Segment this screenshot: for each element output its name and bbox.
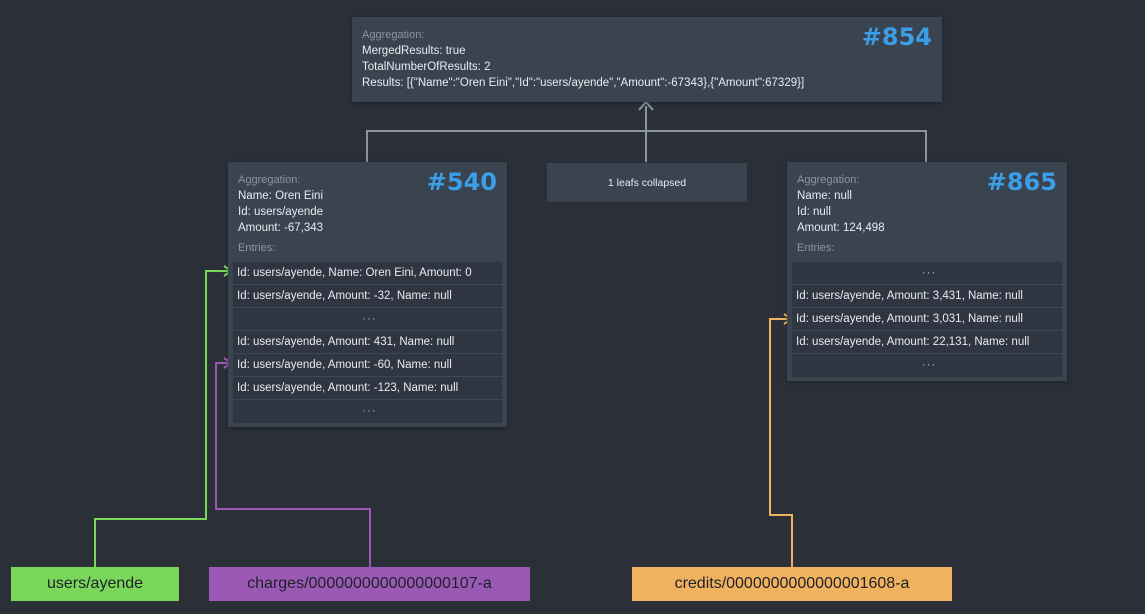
node-number: #854 [861,23,932,51]
entry-row[interactable]: Id: users/ayende, Amount: 22,131, Name: … [792,331,1062,354]
entry-row[interactable]: Id: users/ayende, Name: Oren Eini, Amoun… [233,262,502,285]
charges-document-text: charges/0000000000000000107-a [247,575,492,592]
tree-connector [366,100,927,162]
entry-row[interactable]: Id: users/ayende, Amount: 3,031, Name: n… [792,308,1062,331]
entry-row[interactable]: Id: users/ayende, Amount: 3,431, Name: n… [792,285,1062,308]
entries-list: ··· Id: users/ayende, Amount: 3,431, Nam… [792,262,1062,377]
aggregation-amount: Amount: 124,498 [797,222,885,234]
entry-ellipsis[interactable]: ··· [233,308,502,331]
entry-row[interactable]: Id: users/ayende, Amount: 431, Name: nul… [233,331,502,354]
credits-document-text: credits/0000000000000001608-a [674,575,910,592]
entry-row[interactable]: Id: users/ayende, Amount: -60, Name: nul… [233,354,502,377]
node-heading: Aggregation: [797,174,860,186]
users-document-label: users/ayende [11,567,179,601]
aggregation-name: Name: Oren Eini [238,190,324,202]
root-aggregation-node[interactable]: Aggregation: MergedResults: true TotalNu… [352,17,942,102]
total-number-of-results: TotalNumberOfResults: 2 [362,61,491,73]
node-number: #540 [426,168,497,196]
collapsed-label: 1 leafs collapsed [607,176,687,189]
entry-row[interactable]: Id: users/ayende, Amount: -123, Name: nu… [233,377,502,400]
node-heading: Aggregation: [238,174,301,186]
aggregation-amount: Amount: -67,343 [238,222,324,234]
green-arrow [94,265,233,567]
charges-document-label: charges/0000000000000000107-a [209,567,530,601]
collapsed-leafs-box[interactable]: 1 leafs collapsed [547,163,747,202]
entry-ellipsis[interactable]: ··· [921,359,937,371]
credits-document-label: credits/0000000000000001608-a [632,567,952,601]
aggregation-id: Id: users/ayende [238,206,324,218]
entries-label: Entries: [238,242,276,254]
entries-list: Id: users/ayende, Name: Oren Eini, Amoun… [233,262,502,423]
aggregation-name: Name: null [797,190,852,202]
node-heading: Aggregation: [362,29,425,41]
results: Results: [{"Name":"Oren Eini","Id":"user… [362,77,805,89]
entry-ellipsis[interactable]: ··· [792,262,1062,285]
entries-label: Entries: [797,242,835,254]
entry-ellipsis[interactable]: ··· [362,405,377,417]
right-aggregation-node[interactable]: Aggregation: Name: null Id: null Amount:… [787,162,1067,381]
left-aggregation-node[interactable]: Aggregation: Name: Oren Eini Id: users/a… [228,162,507,427]
entry-row[interactable]: Id: users/ayende, Amount: -32, Name: nul… [233,285,502,308]
aggregation-id: Id: null [797,206,831,218]
node-number: #865 [986,168,1057,196]
users-document-text: users/ayende [46,575,144,592]
merged-results: MergedResults: true [362,45,466,57]
